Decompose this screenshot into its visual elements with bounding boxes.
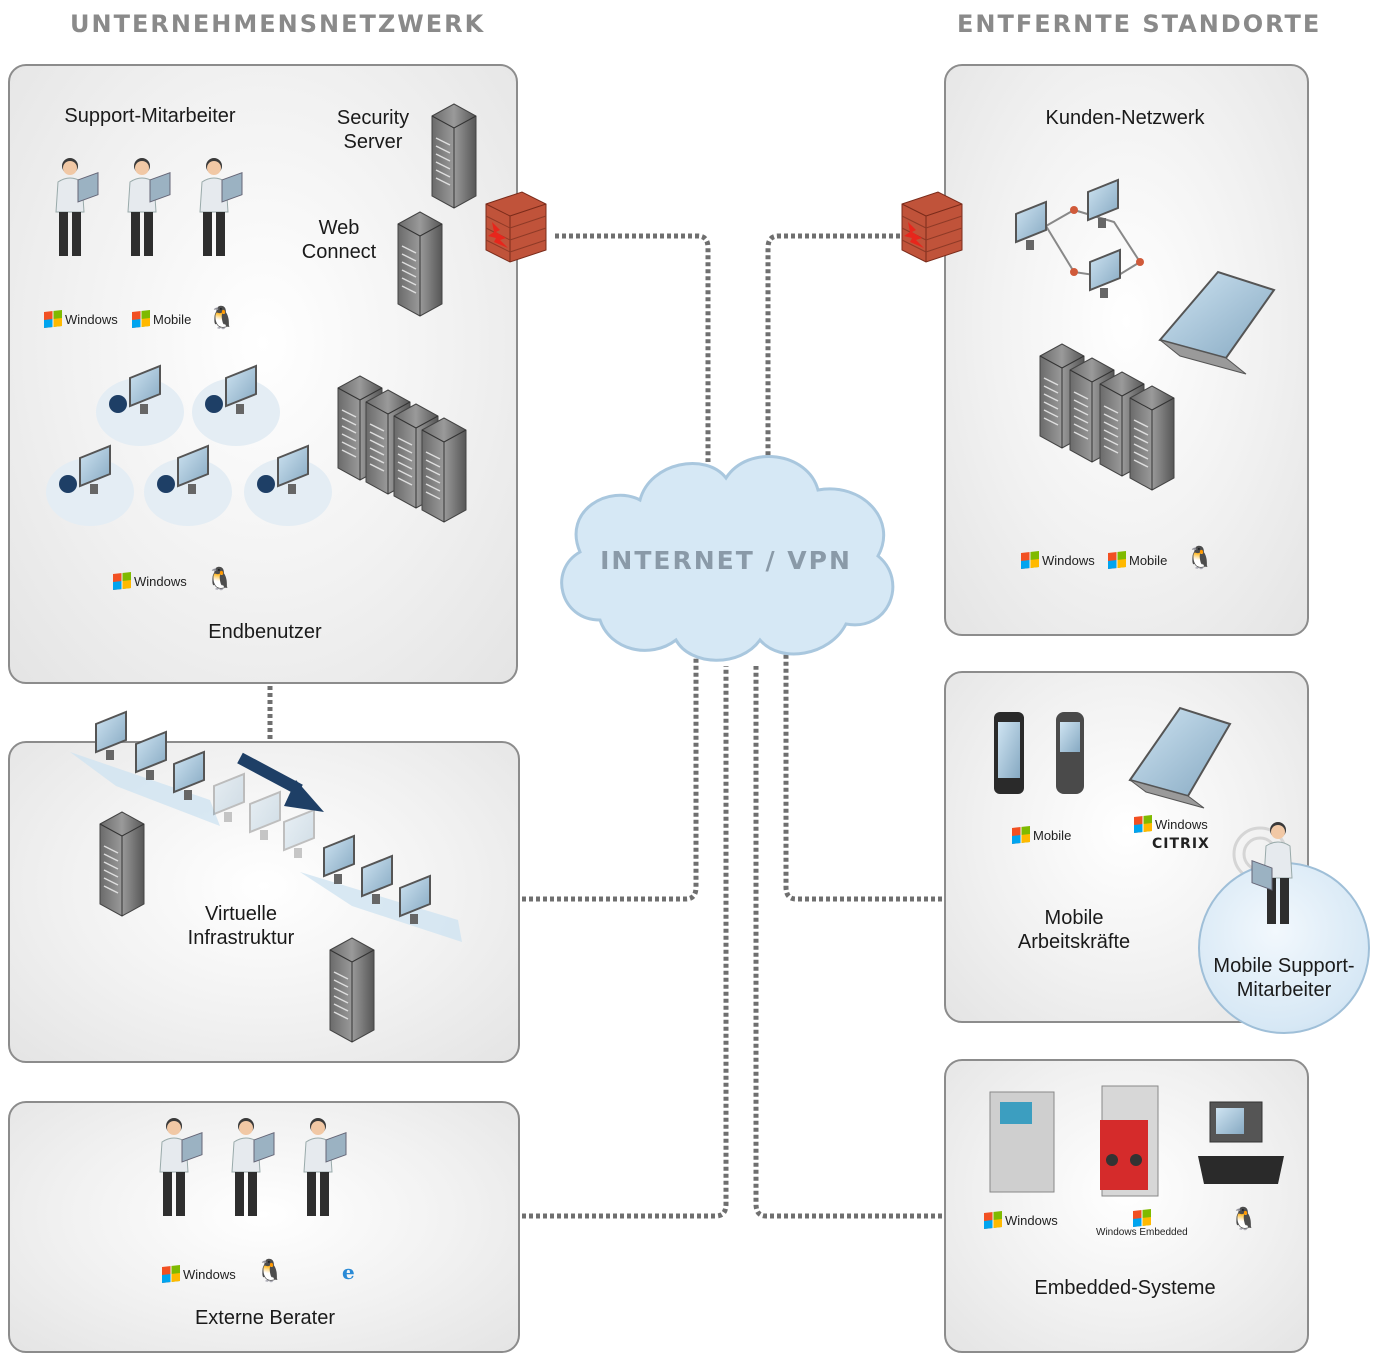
consultant-person-2 — [231, 1117, 275, 1217]
embedded-systems-label: Embedded-Systeme — [1034, 1277, 1216, 1299]
windows-logo-icon — [984, 1211, 1002, 1229]
panel-customer-network — [944, 64, 1309, 636]
mobile-support-person-icon — [1251, 822, 1293, 924]
linux-tux-icon: 🐧 — [256, 1258, 284, 1283]
consultant-person-1 — [159, 1117, 203, 1217]
os-windows-mobile-badge-customer: Mobile — [1108, 551, 1167, 569]
linux-tux-icon: 🐧 — [1230, 1206, 1258, 1231]
end-user-workstations — [46, 365, 332, 526]
os-windows-embedded-badge: Windows Embedded — [1096, 1209, 1188, 1238]
end-users-label: Endbenutzer — [208, 621, 322, 643]
server-rack-group — [337, 375, 467, 523]
virtual-infrastructure-illustration — [70, 711, 462, 1043]
windows-logo-icon — [1132, 1209, 1151, 1227]
os-windows-mobile-badge: Mobile — [132, 310, 191, 328]
support-staff-person-3 — [199, 157, 243, 257]
linux-tux-icon: 🐧 — [1186, 545, 1214, 570]
support-staff-label: Support-Mitarbeiter — [64, 105, 236, 127]
external-consultants-label: Externe Berater — [194, 1307, 336, 1329]
windows-logo-icon — [132, 310, 150, 328]
mobile-devices-illustration — [994, 706, 1288, 882]
os-windows-mobile-badge-mobile: Mobile — [1012, 826, 1071, 844]
citrix-logo: CITRIX — [1152, 836, 1210, 852]
linux-tux-icon: 🐧 — [208, 305, 236, 330]
os-windows-badge-mobile: Windows — [1134, 815, 1208, 833]
os-windows-badge-consultants: Windows — [162, 1265, 236, 1283]
support-staff-person-1 — [55, 157, 99, 257]
customer-network-label: Kunden-Netzwerk — [1045, 107, 1205, 129]
customer-network-illustration — [1015, 179, 1276, 491]
web-connect-server-icon — [397, 211, 443, 317]
mobile-support-staff-label: Mobile Support- Mitarbeiter — [1213, 955, 1355, 1001]
windows-logo-icon — [1134, 815, 1152, 833]
linux-tux-icon: 🐧 — [206, 566, 234, 591]
os-windows-badge: Windows — [44, 310, 118, 328]
internet-vpn-label: INTERNET / VPN — [600, 546, 852, 575]
windows-logo-icon — [1108, 551, 1126, 569]
os-windows-badge-customer: Windows — [1021, 551, 1095, 569]
windows-logo-icon — [1021, 551, 1039, 569]
windows-logo-icon — [1012, 826, 1030, 844]
header-remote-sites: ENTFERNTE STANDORTE — [957, 10, 1322, 38]
windows-logo-icon — [113, 572, 131, 590]
consultant-person-3 — [303, 1117, 347, 1217]
firewall-customer-icon — [901, 191, 963, 263]
windows-logo-icon — [44, 310, 62, 328]
os-windows-badge-embedded: Windows — [984, 1211, 1058, 1229]
security-server-label: Security Server — [336, 107, 410, 153]
security-server-icon — [431, 103, 477, 209]
windows-logo-icon — [162, 1265, 180, 1283]
connection-lines — [267, 233, 942, 1219]
virtual-infrastructure-label: Virtuelle Infrastruktur — [187, 903, 295, 949]
cloud-shape — [560, 455, 895, 662]
mobile-workforce-label: Mobile Arbeitskräfte — [1017, 907, 1131, 953]
firewall-corporate-icon — [485, 191, 547, 263]
web-connect-label: Web Connect — [301, 217, 377, 263]
support-staff-person-2 — [127, 157, 171, 257]
ie-icon: e — [342, 1260, 355, 1284]
embedded-systems-illustration — [989, 1085, 1284, 1197]
panel-virtual-infrastructure — [8, 741, 520, 1063]
header-corporate-network: UNTERNEHMENSNETZWERK — [70, 10, 486, 38]
os-windows-badge-endusers: Windows — [113, 572, 187, 590]
